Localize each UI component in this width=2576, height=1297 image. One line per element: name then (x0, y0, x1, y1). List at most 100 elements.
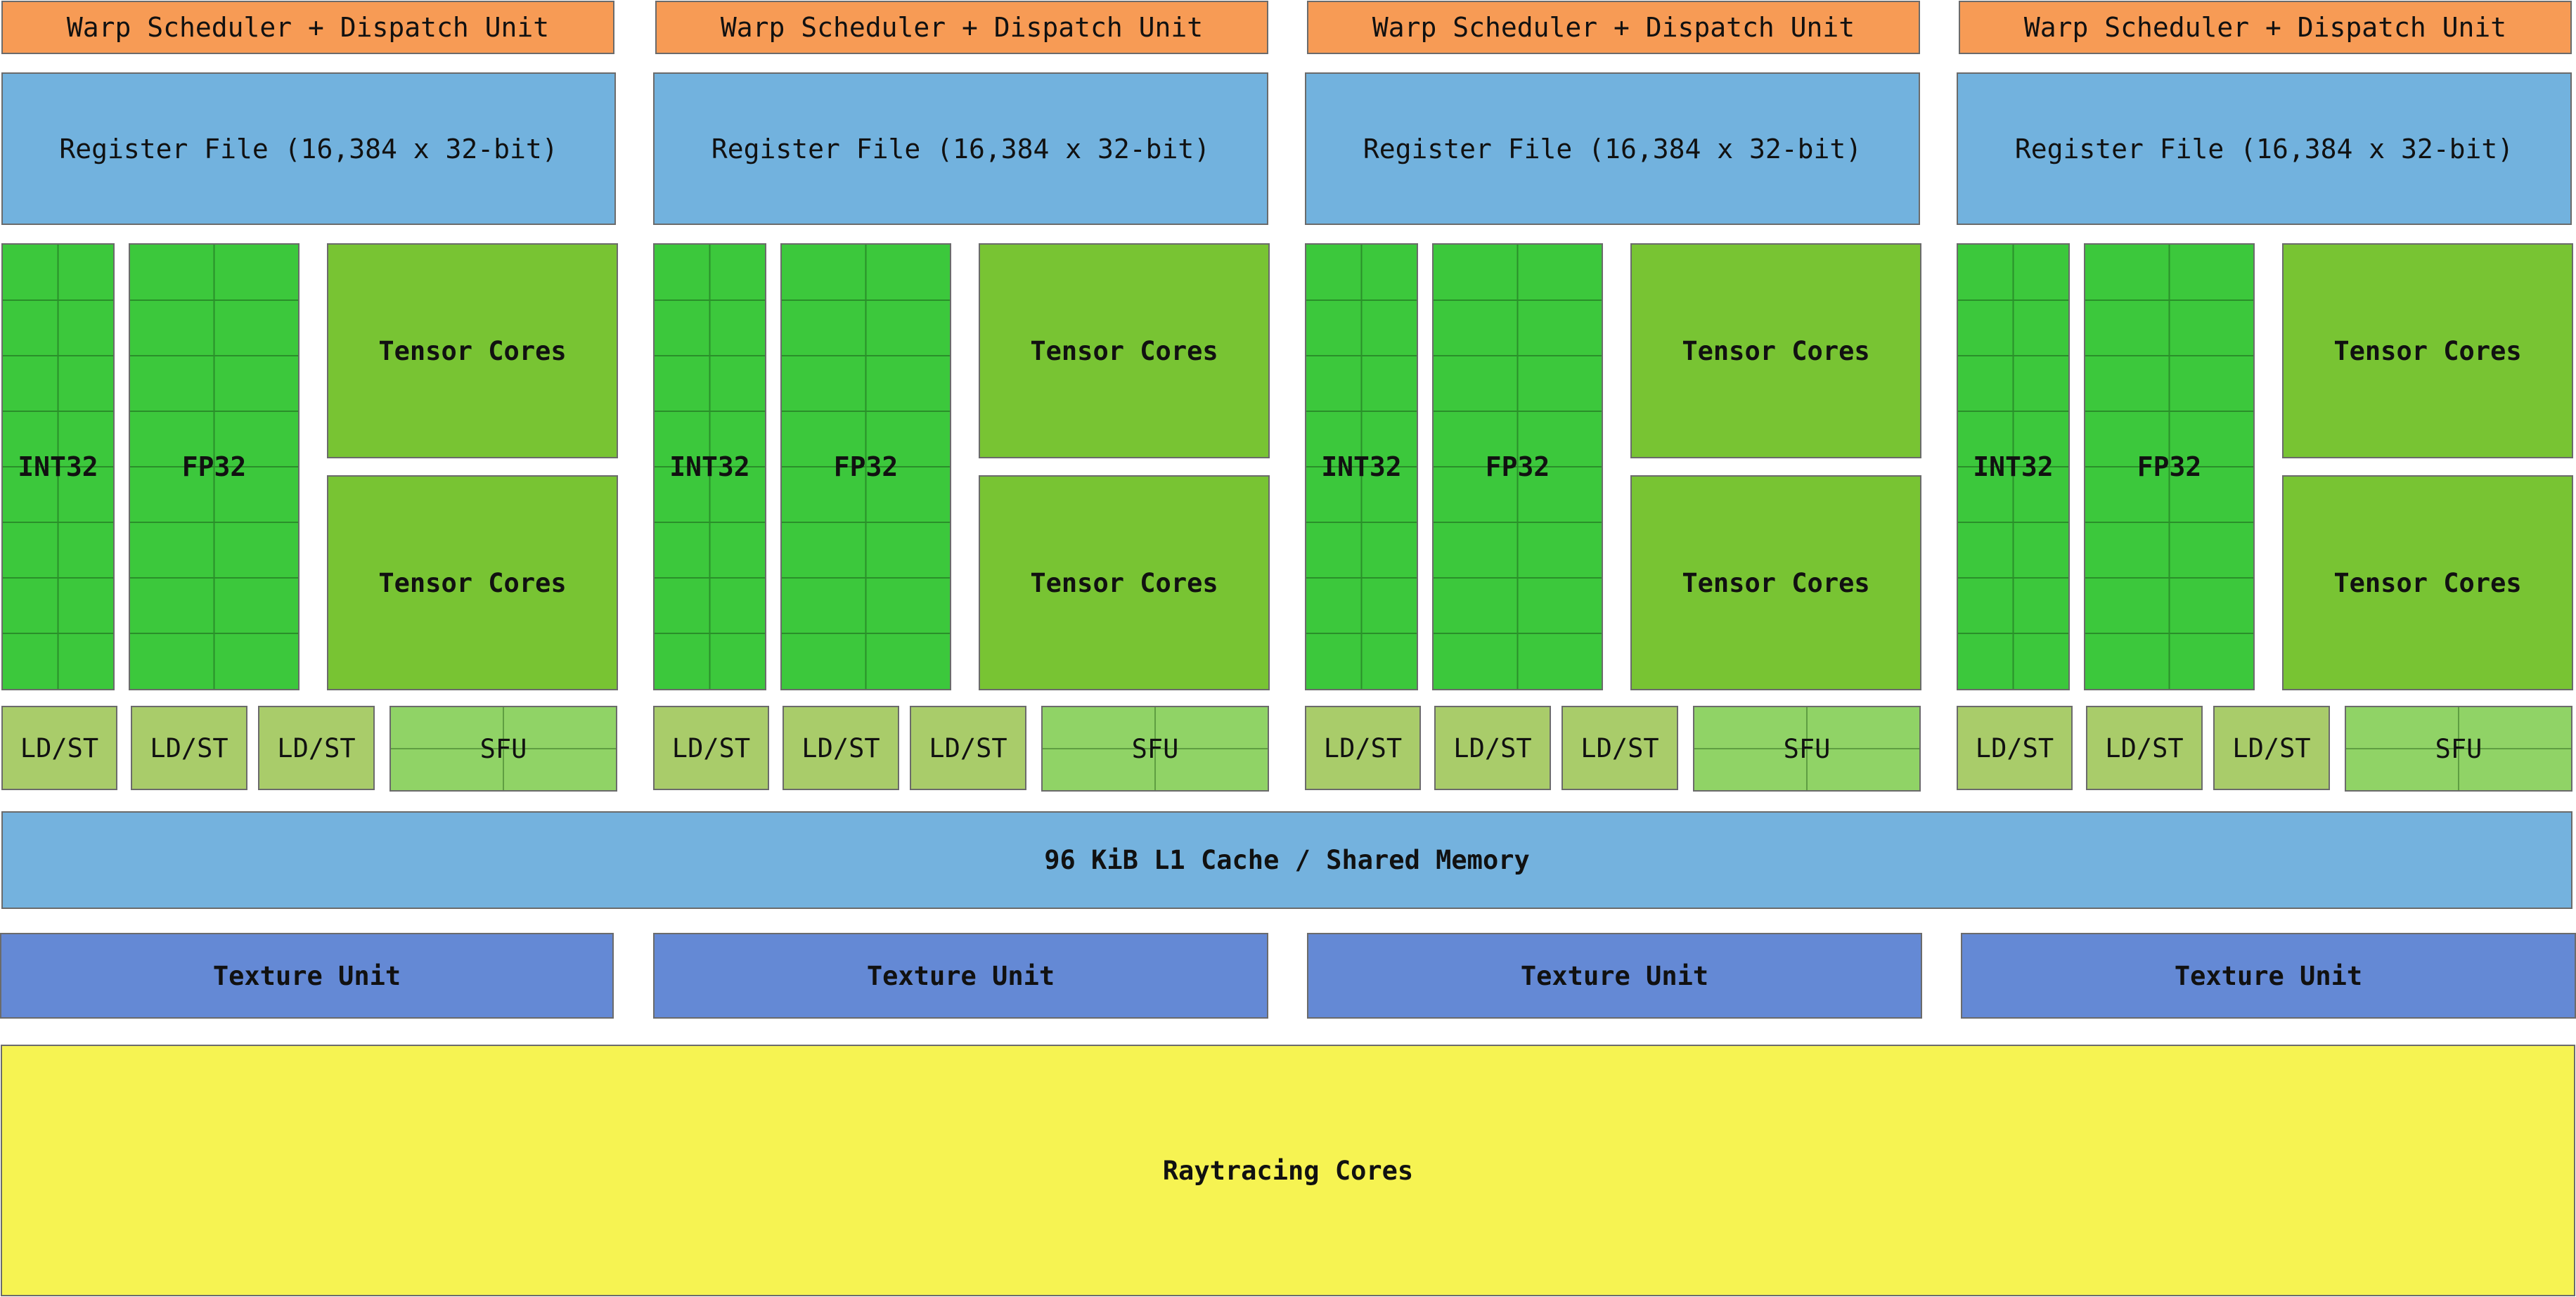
fp32-label: FP32 (2137, 451, 2202, 482)
warp-scheduler-label: Warp Scheduler + Dispatch Unit (720, 12, 1204, 43)
ldst-label: LD/ST (2232, 733, 2311, 763)
texture-unit-label: Texture Unit (212, 960, 401, 991)
raytracing-cores-label: Raytracing Cores (1162, 1155, 1414, 1186)
sfu-unit-1: SFU (389, 706, 617, 792)
l1-cache-label: 96 KiB L1 Cache / Shared Memory (1044, 845, 1530, 875)
register-file-2: Register File (16,384 x 32-bit) (653, 72, 1268, 225)
ldst-unit-4b: LD/ST (2086, 706, 2203, 790)
int32-grid (1958, 245, 2068, 689)
register-file-1: Register File (16,384 x 32-bit) (1, 72, 616, 225)
tensor-cores-1b: Tensor Cores (327, 475, 618, 690)
warp-scheduler-1: Warp Scheduler + Dispatch Unit (1, 1, 614, 54)
int32-label: INT32 (1321, 451, 1402, 482)
fp32-grid (782, 245, 950, 689)
int32-label: INT32 (669, 451, 750, 482)
tensor-cores-2b: Tensor Cores (979, 475, 1270, 690)
warp-scheduler-label: Warp Scheduler + Dispatch Unit (2023, 12, 2507, 43)
sfu-grid (391, 707, 616, 790)
ldst-unit-2b: LD/ST (783, 706, 899, 790)
texture-unit-label: Texture Unit (866, 960, 1055, 991)
sfu-unit-4: SFU (2345, 706, 2572, 792)
fp32-block-1: FP32 (129, 243, 300, 690)
ldst-label: LD/ST (1453, 733, 1532, 763)
sfu-grid (2346, 707, 2571, 790)
warp-scheduler-4: Warp Scheduler + Dispatch Unit (1959, 1, 2572, 54)
ldst-label: LD/ST (2105, 733, 2184, 763)
ldst-unit-2a: LD/ST (653, 706, 769, 790)
texture-unit-3: Texture Unit (1307, 933, 1922, 1019)
ldst-unit-1b: LD/ST (131, 706, 247, 790)
ldst-label: LD/ST (277, 733, 356, 763)
register-file-label: Register File (16,384 x 32-bit) (711, 133, 1211, 164)
int32-grid (1306, 245, 1417, 689)
int32-block-1: INT32 (1, 243, 115, 690)
warp-scheduler-label: Warp Scheduler + Dispatch Unit (1372, 12, 1855, 43)
tensor-cores-1a: Tensor Cores (327, 243, 618, 458)
ldst-label: LD/ST (1323, 733, 1403, 763)
int32-label: INT32 (18, 451, 98, 482)
ldst-unit-1c: LD/ST (258, 706, 375, 790)
fp32-grid (1434, 245, 1602, 689)
sfu-grid (1694, 707, 1919, 790)
register-file-label: Register File (16,384 x 32-bit) (2014, 133, 2514, 164)
fp32-block-4: FP32 (2084, 243, 2255, 690)
int32-block-3: INT32 (1305, 243, 1418, 690)
tensor-cores-3a: Tensor Cores (1630, 243, 1921, 458)
raytracing-cores: Raytracing Cores (1, 1045, 2575, 1296)
ldst-unit-3b: LD/ST (1434, 706, 1551, 790)
tensor-cores-4b: Tensor Cores (2282, 475, 2573, 690)
fp32-label: FP32 (833, 451, 899, 482)
ldst-label: LD/ST (20, 733, 99, 763)
sfu-label: SFU (1783, 733, 1831, 764)
texture-unit-2: Texture Unit (653, 933, 1268, 1019)
fp32-block-2: FP32 (780, 243, 951, 690)
ldst-unit-3a: LD/ST (1305, 706, 1421, 790)
sfu-label: SFU (2435, 733, 2482, 764)
sfu-label: SFU (479, 733, 527, 764)
fp32-label: FP32 (1485, 451, 1550, 482)
sfu-unit-2: SFU (1041, 706, 1269, 792)
int32-block-4: INT32 (1957, 243, 2070, 690)
ldst-label: LD/ST (671, 733, 751, 763)
fp32-block-3: FP32 (1432, 243, 1603, 690)
warp-scheduler-label: Warp Scheduler + Dispatch Unit (66, 12, 550, 43)
ldst-label: LD/ST (150, 733, 228, 763)
ldst-unit-4c: LD/ST (2213, 706, 2330, 790)
tensor-cores-label: Tensor Cores (378, 567, 567, 598)
register-file-4: Register File (16,384 x 32-bit) (1957, 72, 2572, 225)
int32-grid (3, 245, 113, 689)
tensor-cores-2a: Tensor Cores (979, 243, 1270, 458)
tensor-cores-label: Tensor Cores (1682, 335, 1870, 366)
ldst-label: LD/ST (1975, 733, 2054, 763)
warp-scheduler-3: Warp Scheduler + Dispatch Unit (1307, 1, 1920, 54)
ldst-label: LD/ST (1580, 733, 1659, 763)
int32-grid (655, 245, 765, 689)
tensor-cores-3b: Tensor Cores (1630, 475, 1921, 690)
register-file-label: Register File (16,384 x 32-bit) (1363, 133, 1862, 164)
register-file-3: Register File (16,384 x 32-bit) (1305, 72, 1920, 225)
tensor-cores-label: Tensor Cores (1682, 567, 1870, 598)
tensor-cores-label: Tensor Cores (2333, 335, 2522, 366)
fp32-grid (2085, 245, 2253, 689)
tensor-cores-label: Tensor Cores (1030, 567, 1218, 598)
warp-scheduler-2: Warp Scheduler + Dispatch Unit (655, 1, 1268, 54)
ldst-unit-3c: LD/ST (1561, 706, 1678, 790)
ldst-unit-4a: LD/ST (1957, 706, 2073, 790)
texture-unit-label: Texture Unit (2174, 960, 2363, 991)
ldst-label: LD/ST (929, 733, 1007, 763)
ldst-label: LD/ST (801, 733, 880, 763)
ldst-unit-1a: LD/ST (1, 706, 117, 790)
tensor-cores-label: Tensor Cores (2333, 567, 2522, 598)
int32-label: INT32 (1973, 451, 2054, 482)
fp32-label: FP32 (181, 451, 247, 482)
texture-unit-4: Texture Unit (1961, 933, 2576, 1019)
texture-unit-label: Texture Unit (1520, 960, 1709, 991)
texture-unit-1: Texture Unit (0, 933, 614, 1019)
register-file-label: Register File (16,384 x 32-bit) (59, 133, 558, 164)
sfu-unit-3: SFU (1693, 706, 1921, 792)
tensor-cores-label: Tensor Cores (1030, 335, 1218, 366)
int32-block-2: INT32 (653, 243, 766, 690)
sfu-grid (1043, 707, 1268, 790)
fp32-grid (130, 245, 298, 689)
l1-cache-shared-memory: 96 KiB L1 Cache / Shared Memory (1, 811, 2572, 909)
